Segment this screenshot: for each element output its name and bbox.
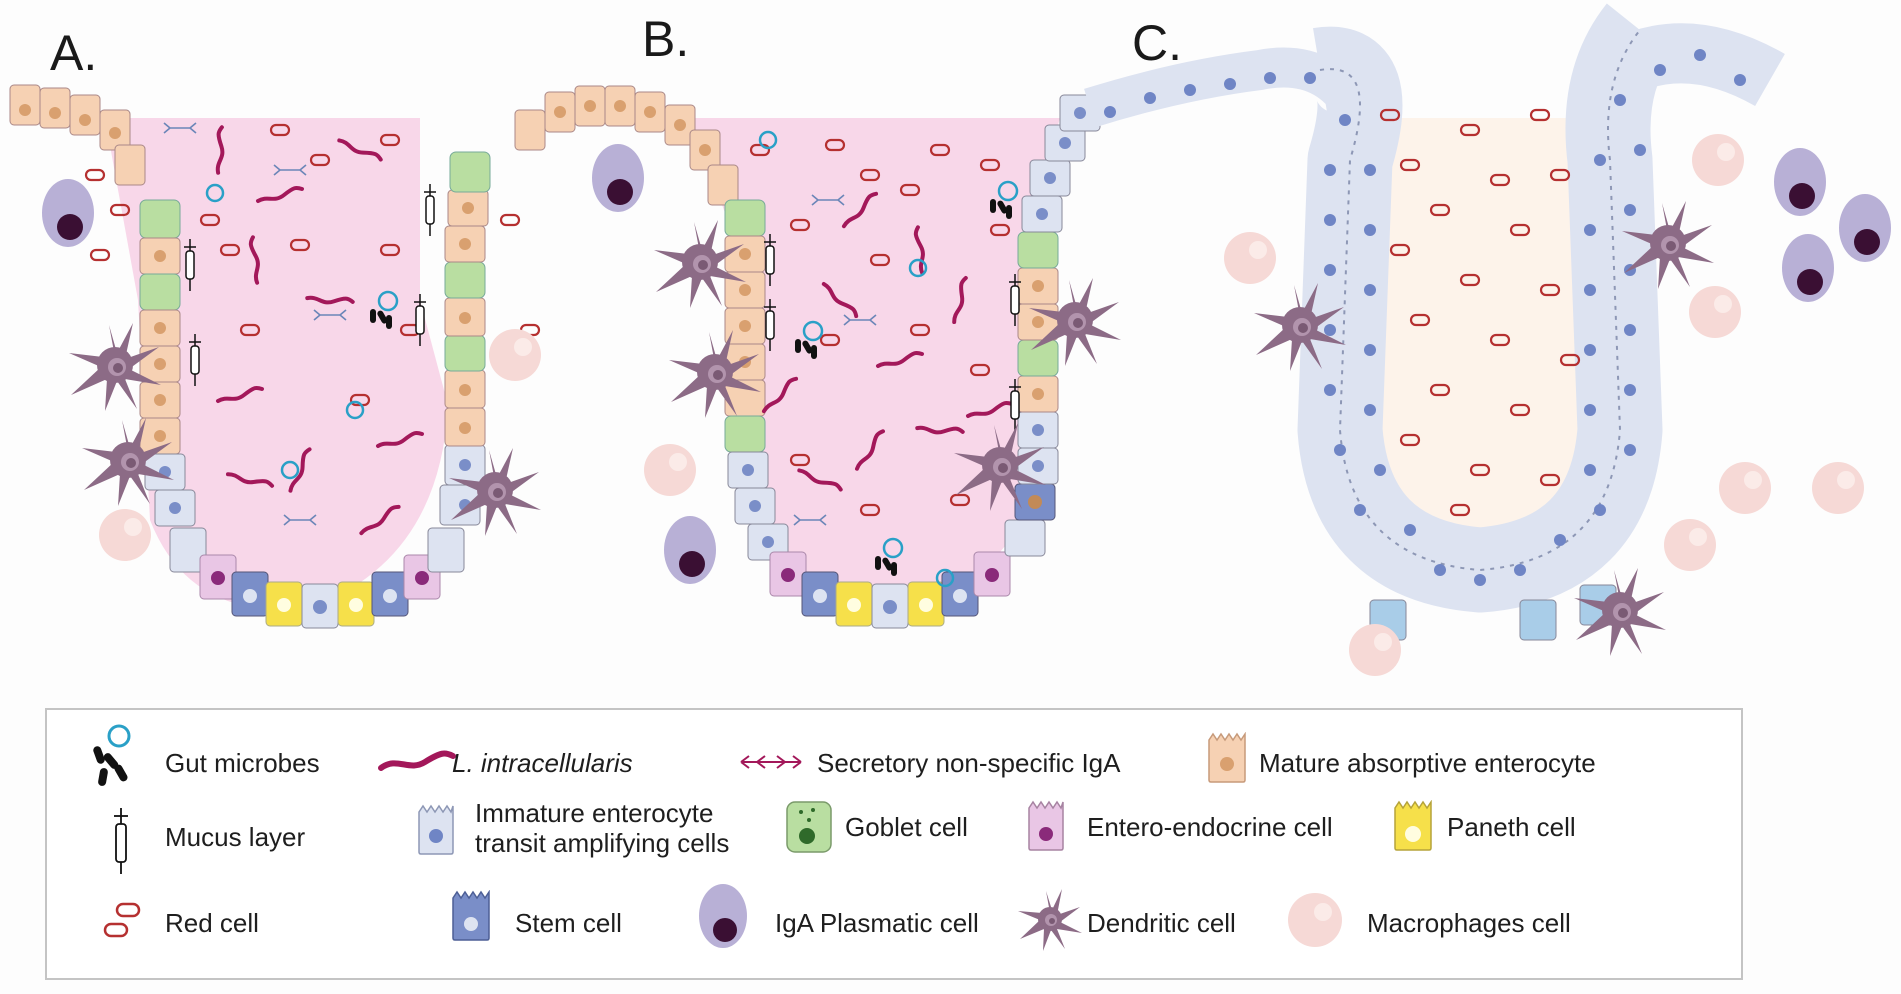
crypt-a-surface-cells bbox=[9, 84, 146, 186]
legend-label-paneth: Paneth cell bbox=[1447, 812, 1576, 842]
mucus-layer-icon bbox=[114, 808, 128, 874]
lawsonia-icon bbox=[378, 750, 456, 771]
paneth-cell-icon bbox=[1394, 800, 1432, 851]
legend-label-stem: Stem cell bbox=[515, 908, 622, 938]
legend: Gut microbes L. intracellularis Secretor… bbox=[45, 708, 1743, 980]
legend-label-lawsonia: L. intracellularis bbox=[452, 748, 633, 778]
legend-label-plasmatic: IgA Plasmatic cell bbox=[775, 908, 979, 938]
legend-label-gut-microbes: Gut microbes bbox=[165, 748, 320, 778]
goblet-cell-icon bbox=[786, 801, 832, 853]
immature-enterocyte-icon bbox=[418, 804, 454, 855]
legend-label-enteroendocrine: Entero-endocrine cell bbox=[1087, 812, 1333, 842]
iga-icon bbox=[740, 755, 802, 769]
legend-label-mucus: Mucus layer bbox=[165, 822, 306, 852]
panel-label-b: B. bbox=[642, 11, 690, 67]
crypt-a bbox=[9, 84, 541, 629]
legend-label-red: Red cell bbox=[165, 908, 259, 938]
stem-cell-icon bbox=[452, 890, 490, 941]
plasmatic-cell-icon bbox=[699, 884, 747, 948]
legend-label-immature-line2: transit amplifying cells bbox=[475, 828, 730, 858]
panel-label-c: C. bbox=[1132, 15, 1182, 71]
mature-enterocyte-icon bbox=[1208, 732, 1246, 783]
red-cell-icon bbox=[103, 902, 141, 938]
crypt-a-left-wall bbox=[139, 199, 196, 527]
panel-label-a: A. bbox=[50, 25, 98, 81]
legend-label-iga: Secretory non-specific IgA bbox=[817, 748, 1121, 778]
legend-label-mature: Mature absorptive enterocyte bbox=[1259, 748, 1596, 778]
enteroendocrine-cell-icon bbox=[1028, 800, 1064, 851]
crypt-b-right-wall bbox=[1004, 94, 1101, 557]
crypt-c bbox=[1084, 3, 1891, 676]
macrophage-cell-icon bbox=[1288, 893, 1342, 947]
crypt-a-base bbox=[169, 527, 465, 629]
legend-label-goblet: Goblet cell bbox=[845, 812, 968, 842]
crypt-a-right-wall bbox=[439, 151, 491, 526]
dendritic-cell-icon bbox=[1018, 889, 1082, 951]
crypt-c-nuclei bbox=[1104, 49, 1746, 586]
legend-label-dendritic: Dendritic cell bbox=[1087, 908, 1236, 938]
legend-label-immature-line1: Immature enterocyte bbox=[475, 798, 714, 828]
crypt-b bbox=[514, 85, 1121, 629]
legend-label-macrophage: Macrophages cell bbox=[1367, 908, 1571, 938]
crypt-b-surface-cells bbox=[514, 85, 739, 206]
crypt-diagram bbox=[9, 3, 1891, 676]
gut-microbes-icon bbox=[93, 724, 131, 786]
crypt-b-base bbox=[769, 551, 1011, 629]
